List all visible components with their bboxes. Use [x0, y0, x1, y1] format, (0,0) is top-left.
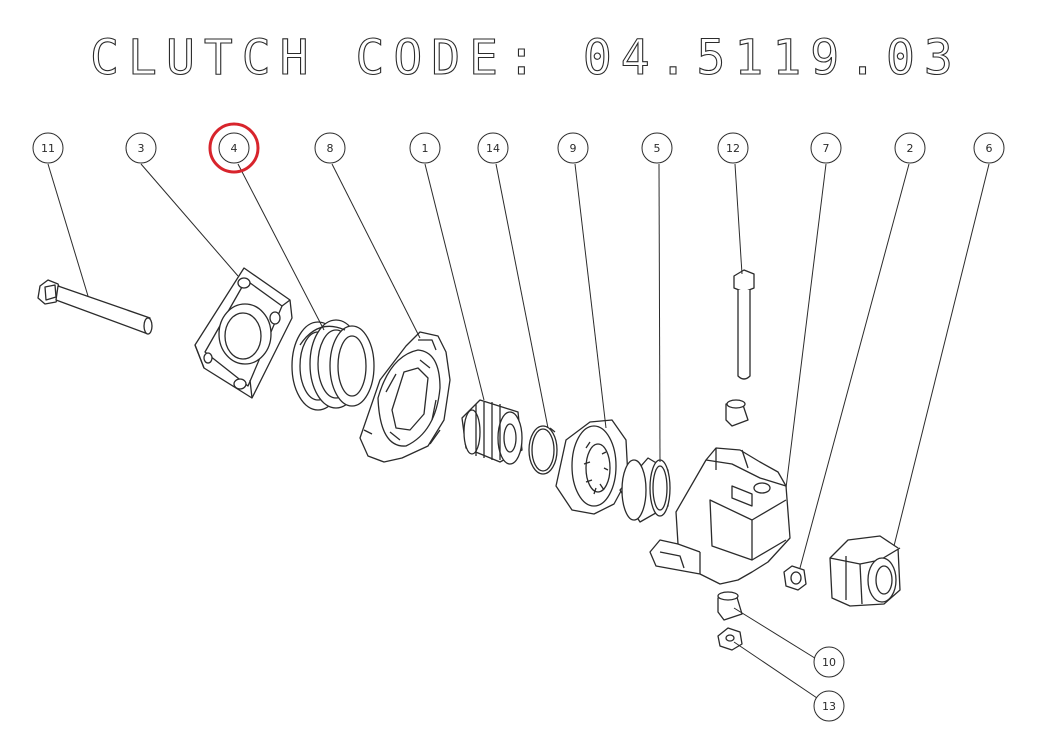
- callout-label: 11: [41, 142, 55, 155]
- callout-label: 1: [422, 142, 429, 155]
- callout-label: 8: [327, 142, 334, 155]
- callout-1: 1: [409, 132, 441, 164]
- part-spacer-lower: [717, 591, 743, 621]
- callout-label: 10: [822, 656, 836, 669]
- part-housing: [649, 447, 791, 585]
- leader-13: [733, 641, 821, 701]
- leader-lines: [47, 163, 990, 701]
- callout-label: 7: [823, 142, 830, 155]
- part-bushing: [619, 457, 671, 523]
- callout-9: 9: [557, 132, 589, 164]
- highlight-ring: [208, 122, 260, 174]
- callout-6: 6: [973, 132, 1005, 164]
- leader-3: [140, 163, 239, 277]
- leader-4: [237, 163, 325, 331]
- callout-circle: [557, 132, 589, 164]
- callout-3: 3: [125, 132, 157, 164]
- diagram-title: CLUTCH CODE: 04.5119.03: [90, 29, 962, 86]
- leader-9: [574, 163, 607, 429]
- callout-11: 11: [32, 132, 64, 164]
- callout-balloons: 11 3 4 8 1 14 9 5 12 7 2 6 10 13: [32, 122, 1005, 722]
- leader-14: [495, 163, 549, 429]
- callout-label: 9: [570, 142, 577, 155]
- part-vertical-bolt: [733, 269, 755, 380]
- callout-14: 14: [477, 132, 509, 164]
- callout-label: 13: [822, 700, 836, 713]
- part-long-bolt: [37, 279, 153, 335]
- part-snap-ring: [528, 425, 558, 475]
- part-spring: [291, 319, 375, 411]
- callout-7: 7: [810, 132, 842, 164]
- callout-label: 2: [907, 142, 914, 155]
- part-spacer-upper: [725, 399, 749, 427]
- part-clutch-cam: [359, 331, 451, 463]
- leader-5: [658, 163, 661, 463]
- callout-circle: [477, 132, 509, 164]
- leader-10: [733, 607, 819, 661]
- callout-circle: [641, 132, 673, 164]
- leader-7: [785, 163, 827, 489]
- leader-8: [331, 163, 421, 339]
- callout-label: 12: [726, 142, 740, 155]
- leader-1: [424, 163, 485, 401]
- leader-11: [47, 163, 89, 297]
- callout-circle: [894, 132, 926, 164]
- callout-circle: [717, 132, 749, 164]
- leader-6: [893, 163, 990, 547]
- part-splined-sleeve: [461, 399, 523, 465]
- leader-2: [799, 163, 910, 569]
- callout-10: 10: [813, 646, 845, 678]
- part-nut-small: [783, 565, 807, 591]
- callout-circle: [409, 132, 441, 164]
- callout-label: 6: [986, 142, 993, 155]
- callout-12: 12: [717, 132, 749, 164]
- callout-label: 4: [231, 142, 238, 155]
- callout-circle: [813, 690, 845, 722]
- callout-circle: [314, 132, 346, 164]
- leader-12: [734, 163, 743, 275]
- callout-label: 3: [138, 142, 145, 155]
- part-flange-plate: [194, 267, 293, 399]
- callout-label: 5: [654, 142, 661, 155]
- callout-circle: [973, 132, 1005, 164]
- callout-circle: [125, 132, 157, 164]
- part-spline-gear: [555, 419, 629, 515]
- callout-2: 2: [894, 132, 926, 164]
- callout-8: 8: [314, 132, 346, 164]
- callout-13: 13: [813, 690, 845, 722]
- callout-label: 14: [486, 142, 500, 155]
- callout-circle: [813, 646, 845, 678]
- callout-circle: [32, 132, 64, 164]
- part-splined-coupler: [829, 535, 901, 607]
- callout-4: 4: [208, 122, 260, 174]
- callout-circle: [218, 132, 250, 164]
- callout-circle: [810, 132, 842, 164]
- part-nut-lower: [717, 627, 743, 651]
- callout-5: 5: [641, 132, 673, 164]
